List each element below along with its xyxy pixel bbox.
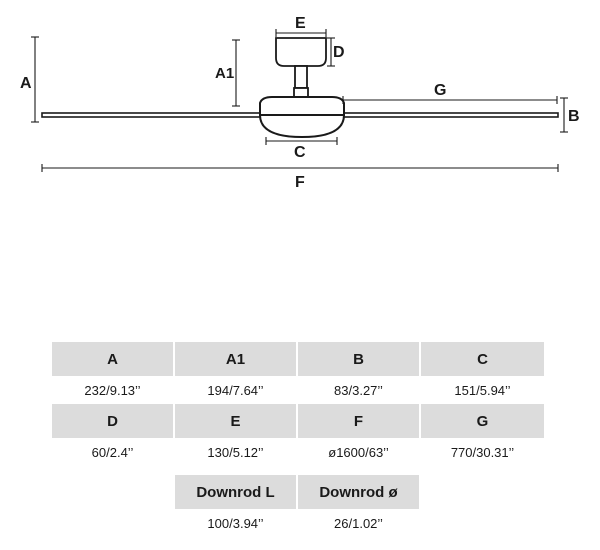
header-d: D [52, 404, 173, 438]
value-g: 770/30.31’’ [450, 444, 515, 460]
header-c: C [421, 342, 544, 376]
value-c: 151/5.94’’ [454, 382, 511, 398]
value-a: 232/9.13’’ [84, 382, 141, 398]
label-a1: A1 [215, 65, 234, 82]
header-g: G [421, 404, 544, 438]
header-e: E [175, 404, 296, 438]
header-a: A [52, 342, 173, 376]
label-e: E [295, 15, 306, 32]
left-blade [41, 112, 261, 118]
header-a1: A1 [175, 342, 296, 376]
right-blade [341, 112, 559, 118]
header-b: B [298, 342, 419, 376]
downrod [294, 65, 308, 89]
label-g: G [434, 82, 446, 99]
value-f: ø1600/63’’ [328, 444, 389, 460]
motor-bottom-cover [258, 114, 346, 139]
value-a1: 194/7.64’’ [207, 382, 264, 398]
label-f: F [295, 174, 305, 191]
value-downrod-diameter: 26/1.02’’ [334, 515, 383, 531]
fan-dimension-diagram: A A1 E D G B C F [20, 15, 580, 191]
label-b: B [568, 108, 580, 125]
value-d: 60/2.4’’ [91, 444, 134, 460]
value-b: 83/3.27’’ [334, 382, 383, 398]
header-downrod-diameter: Downrod ø [298, 475, 419, 509]
ceiling-canopy [275, 37, 327, 67]
header-f: F [298, 404, 419, 438]
label-c: C [294, 144, 306, 161]
label-a: A [20, 75, 32, 92]
label-d: D [333, 44, 345, 61]
value-e: 130/5.12’’ [207, 444, 264, 460]
header-downrod-length: Downrod L [175, 475, 296, 509]
motor-housing [259, 96, 345, 116]
value-downrod-length: 100/3.94’’ [207, 515, 264, 531]
